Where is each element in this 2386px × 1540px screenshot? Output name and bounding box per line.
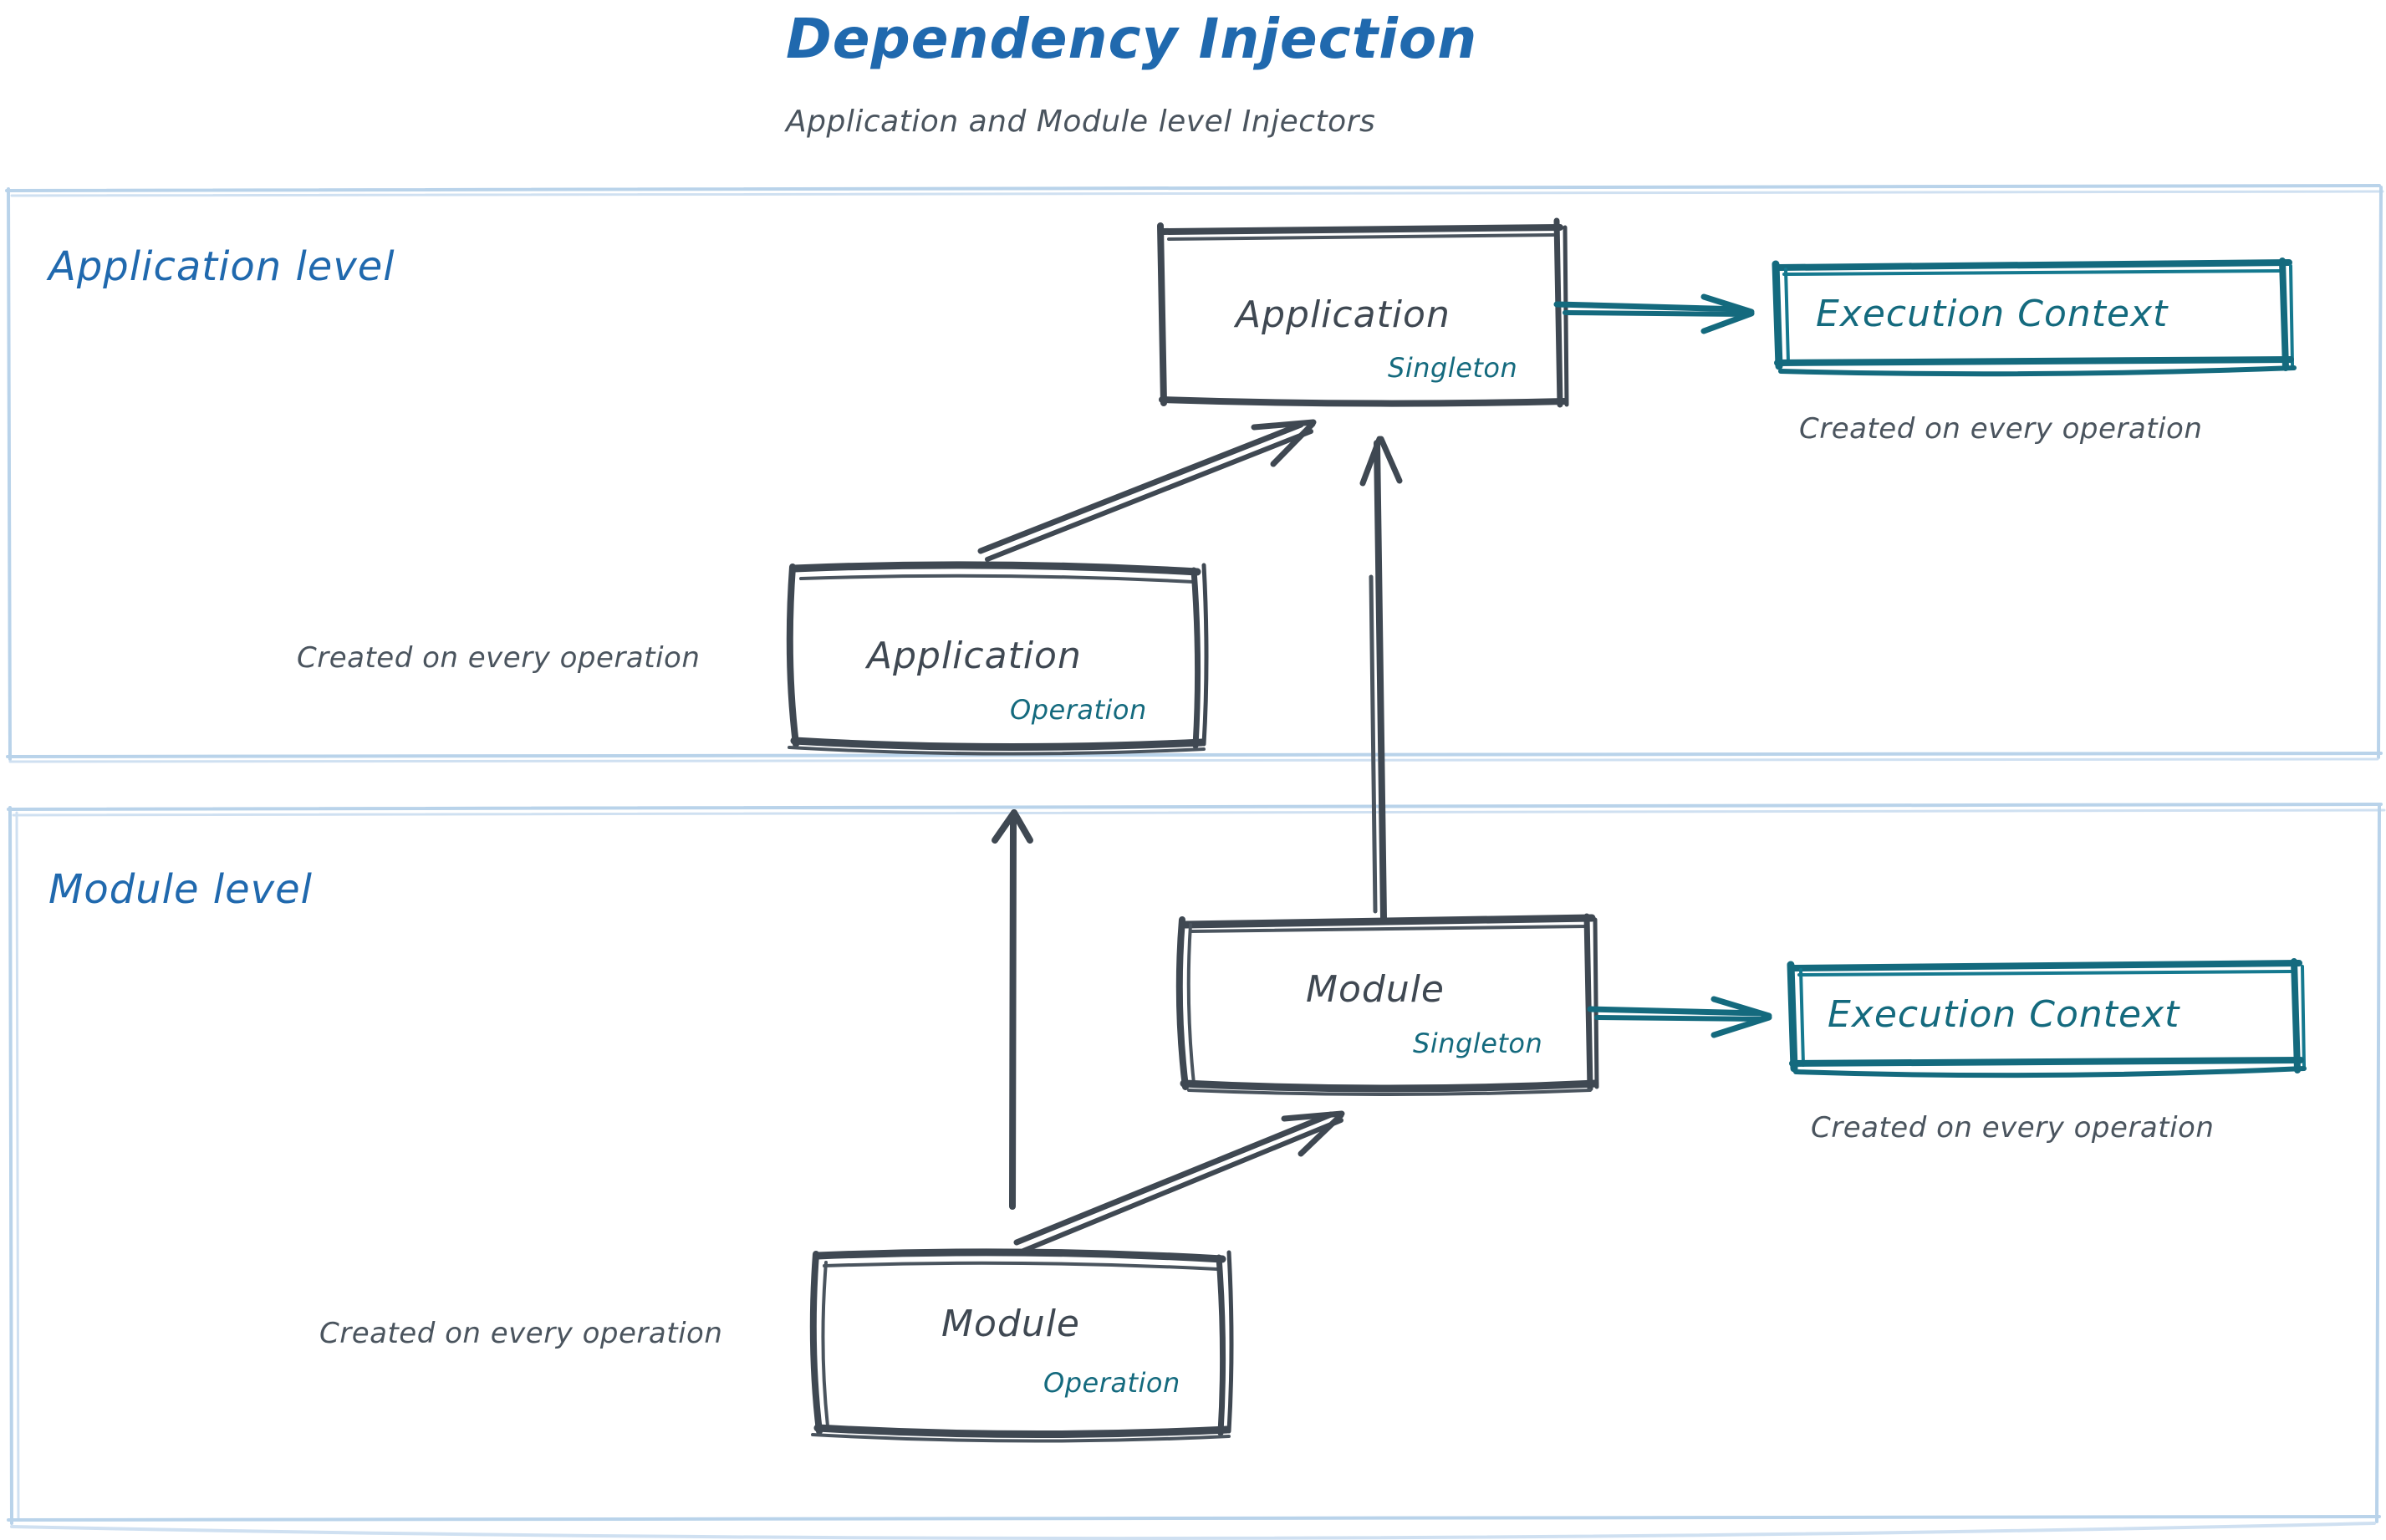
- box-title-application-singleton: Application: [1236, 293, 1450, 336]
- arrow-app-operation-to-app-singleton: [977, 419, 1317, 562]
- box-title-application-operation: Application: [867, 635, 1082, 677]
- box-shape-application-singleton: [1157, 217, 1569, 408]
- ctx-title-application: Execution Context: [1816, 293, 2169, 335]
- ctx-title-module: Execution Context: [1828, 993, 2180, 1036]
- box-shape-module-singleton: [1175, 913, 1599, 1096]
- box-title-module-singleton: Module: [1306, 968, 1445, 1011]
- box-scope-application-singleton: Singleton: [1388, 352, 1518, 384]
- caption-execution-context-module: Created on every operation: [1811, 1111, 2215, 1145]
- lane-label-application-level: Application level: [48, 243, 395, 290]
- box-scope-module-singleton: Singleton: [1413, 1028, 1543, 1059]
- arrow-module-singleton-to-execution-context: [1587, 996, 1772, 1038]
- note-application-operation: Created on every operation: [297, 641, 701, 675]
- lane-module-level: [7, 803, 2386, 1540]
- box-shape-execution-context-application: [1772, 258, 2297, 377]
- caption-execution-context-application: Created on every operation: [1799, 412, 2203, 446]
- page-title: Dependency Injection: [786, 7, 1478, 71]
- arrow-module-operation-to-module-singleton: [1013, 1110, 1345, 1253]
- arrow-app-singleton-to-execution-context: [1553, 293, 1755, 334]
- lane-label-module-level: Module level: [48, 866, 313, 913]
- arrow-module-singleton-to-app-singleton: [1359, 436, 1403, 921]
- lane-application-level: [5, 184, 2384, 763]
- box-title-module-operation: Module: [941, 1303, 1080, 1345]
- note-module-operation: Created on every operation: [319, 1317, 723, 1350]
- page-subtitle: Application and Module level Injectors: [786, 105, 1376, 139]
- box-shape-application-operation: [786, 561, 1209, 756]
- box-scope-module-operation: Operation: [1043, 1367, 1180, 1399]
- box-shape-execution-context-module: [1787, 958, 2307, 1079]
- box-shape-module-operation: [809, 1248, 1234, 1443]
- box-scope-application-operation: Operation: [1010, 694, 1147, 726]
- arrow-module-operation-to-app-operation: [992, 809, 1033, 1210]
